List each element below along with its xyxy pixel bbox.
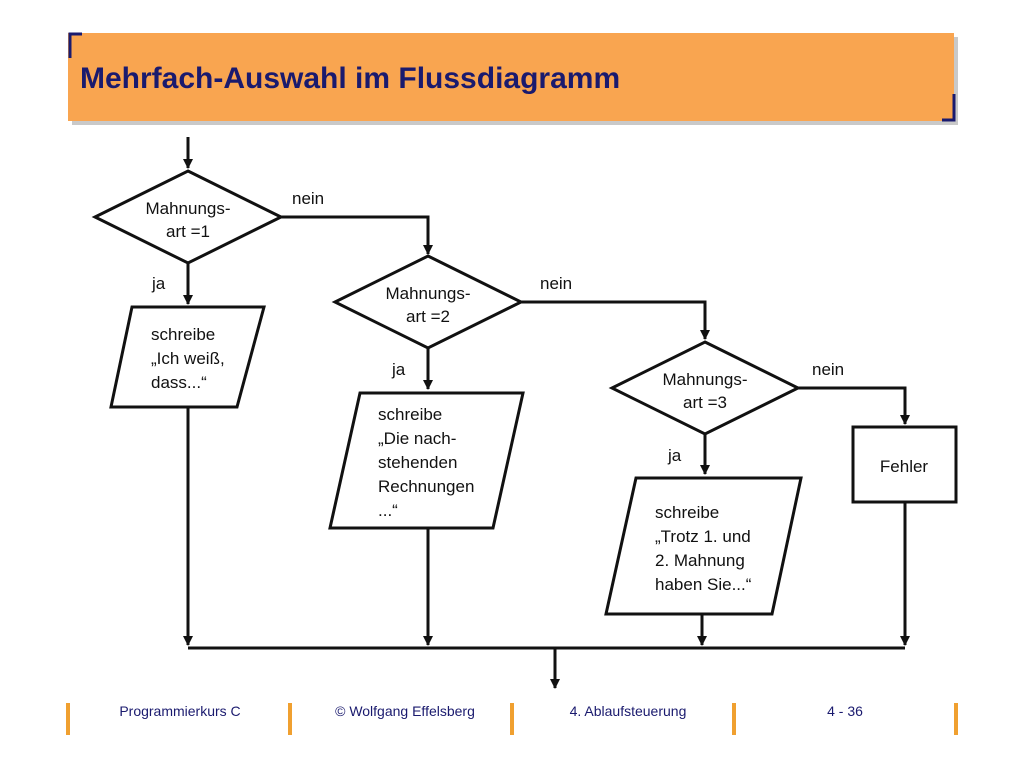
yes-label-2: ja [391, 360, 406, 379]
footer-divider [510, 703, 514, 735]
no-label-2: nein [540, 274, 572, 293]
output-parallelogram [328, 391, 525, 530]
error-box [851, 425, 958, 504]
decision-label-line: art =3 [683, 393, 727, 412]
decision-label-line: Mahnungs- [385, 284, 470, 303]
no-arrow-2 [521, 300, 710, 340]
decision-label-line: art =2 [406, 307, 450, 326]
output-text-line: Rechnungen [378, 477, 474, 496]
decision-2: Mahnungs- art =2 [331, 254, 525, 350]
output-1: schreibe „Ich weiß, dass...“ [109, 305, 266, 409]
output-text-line: ...“ [378, 501, 398, 520]
decision-label-line: art =1 [166, 222, 210, 241]
output-text-line: „Trotz 1. und [655, 527, 751, 546]
yes-label-1: ja [151, 274, 166, 293]
no-label-3: nein [812, 360, 844, 379]
footer-divider [732, 703, 736, 735]
footer-course: Programmierkurs C [119, 703, 240, 719]
output-text-line: dass...“ [151, 373, 207, 392]
output-text-line: 2. Mahnung [655, 551, 745, 570]
bracket-top-left-icon [68, 32, 82, 58]
edge-labels: nein ja nein ja nein ja [151, 189, 844, 465]
output-text-line: „Ich weiß, [151, 349, 225, 368]
header-bar [68, 33, 954, 121]
no-arrow-1 [281, 215, 433, 255]
decision-diamond [608, 340, 802, 436]
footer-divider [66, 703, 70, 735]
decision-diamond [91, 169, 285, 265]
footer-author: © Wolfgang Effelsberg [335, 703, 475, 719]
yes-label-3: ja [667, 446, 682, 465]
footer-divider [954, 703, 958, 735]
output-2: schreibe „Die nach- stehenden Rechnungen… [328, 391, 525, 530]
decision-label-line: Mahnungs- [145, 199, 230, 218]
decision-1: Mahnungs- art =1 [91, 169, 285, 265]
output-3: schreibe „Trotz 1. und 2. Mahnung haben … [604, 476, 803, 616]
page-title: Mehrfach-Auswahl im Flussdiagramm [80, 62, 620, 95]
footer: Programmierkurs C © Wolfgang Effelsberg … [66, 703, 958, 735]
output-text-line: „Die nach- [378, 429, 456, 448]
error-process: Fehler [851, 425, 958, 504]
output-text-line: stehenden [378, 453, 457, 472]
decision-label-line: Mahnungs- [662, 370, 747, 389]
footer-divider [288, 703, 292, 735]
no-label-1: nein [292, 189, 324, 208]
footer-chapter: 4. Ablaufsteuerung [570, 703, 687, 719]
output-text-line: schreibe [655, 503, 719, 522]
output-parallelogram [109, 305, 266, 409]
error-label: Fehler [880, 457, 929, 476]
header: Mehrfach-Auswahl im Flussdiagramm [68, 32, 958, 125]
bracket-bottom-right-icon [942, 94, 956, 122]
connectors [183, 137, 910, 689]
decision-3: Mahnungs- art =3 [608, 340, 802, 436]
output-text-line: schreibe [151, 325, 215, 344]
output-parallelogram [604, 476, 803, 616]
no-arrow-3 [798, 386, 910, 425]
output-text-line: haben Sie...“ [655, 575, 752, 594]
footer-page-number: 4 - 36 [827, 703, 863, 719]
decision-diamond [331, 254, 525, 350]
output-text-line: schreibe [378, 405, 442, 424]
